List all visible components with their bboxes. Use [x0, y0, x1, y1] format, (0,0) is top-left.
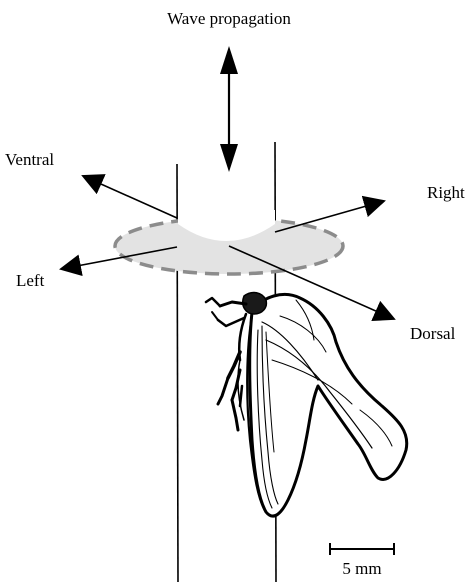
label-right: Right: [427, 183, 465, 202]
label-left: Left: [16, 271, 45, 290]
scale-bar: [330, 543, 394, 555]
label-ventral: Ventral: [5, 150, 54, 169]
scale-bar-label: 5 mm: [342, 559, 381, 578]
wave-propagation-arrow: [220, 46, 238, 172]
insect-illustration: [206, 293, 407, 517]
ventral-arrow: [83, 176, 177, 218]
right-arrow: [275, 201, 384, 232]
cross-section-plane: [115, 210, 343, 274]
label-dorsal: Dorsal: [410, 324, 456, 343]
label-wave-propagation: Wave propagation: [167, 9, 291, 28]
